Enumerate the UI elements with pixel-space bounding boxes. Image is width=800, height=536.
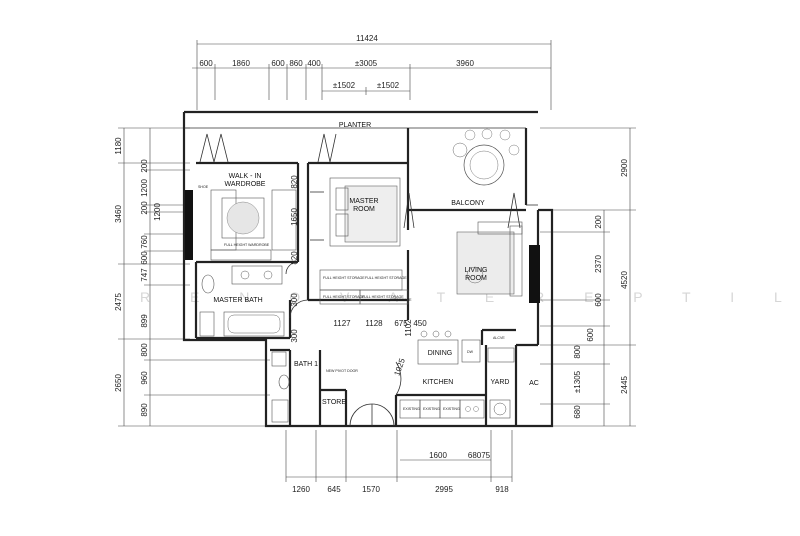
window-band-right bbox=[529, 245, 540, 303]
left-dimension-lines bbox=[118, 127, 270, 427]
window-zigzags bbox=[199, 133, 521, 229]
label-yard: YARD bbox=[491, 379, 510, 386]
dim-bottom-4: 2995 bbox=[435, 485, 453, 494]
dim-left-inner-6: 600 bbox=[140, 251, 149, 265]
label-dining: DINING bbox=[428, 350, 453, 357]
label-store: STORE bbox=[322, 399, 346, 406]
dim-right-outer-3: 2445 bbox=[620, 376, 629, 394]
dim-top-2: 1860 bbox=[232, 59, 250, 68]
note-alcove: ALCVE bbox=[493, 336, 505, 340]
dim-int-1: 1127 bbox=[333, 319, 351, 328]
label-ac: AC bbox=[529, 380, 539, 387]
dim-left-outer-3: 2475 bbox=[114, 293, 123, 311]
note-existing-2: EXISTING bbox=[423, 407, 440, 411]
dim-top-1: 600 bbox=[199, 59, 213, 68]
dim-left-inner-4: 1200 bbox=[153, 203, 162, 221]
note-existing-3: EXISTING bbox=[443, 407, 460, 411]
dim-top-5: 400 bbox=[307, 59, 321, 68]
walls bbox=[182, 110, 554, 428]
dim-left-inner-9: 800 bbox=[140, 343, 149, 357]
dim-left-outer-1: 1180 bbox=[114, 137, 123, 155]
label-kitchen: KITCHEN bbox=[423, 379, 454, 386]
note-full-height-storage-3: FULL HEIGHT STORAGE bbox=[323, 295, 365, 299]
dim-int-4: 450 bbox=[413, 319, 427, 328]
dim-bottom-2: 645 bbox=[327, 485, 341, 494]
dim-left-inner-11: 890 bbox=[140, 403, 149, 417]
dim-int-3: 675 bbox=[394, 319, 408, 328]
dim-top-3: 600 bbox=[271, 59, 285, 68]
label-planter: PLANTER bbox=[339, 122, 371, 129]
dim-left-inner-8: 899 bbox=[140, 314, 149, 328]
label-walk-in: WALK - IN bbox=[229, 173, 262, 180]
label-master: MASTER bbox=[349, 198, 378, 205]
label-bath1: BATH 1 bbox=[294, 361, 318, 368]
label-room: ROOM bbox=[353, 206, 375, 213]
dim-bottom-1: 1260 bbox=[292, 485, 310, 494]
dim-left-inner-2: 1200 bbox=[140, 179, 149, 197]
dim-right-inner-2: 2370 bbox=[594, 255, 603, 273]
dim-int-5: 1102 bbox=[404, 319, 413, 337]
dim-right-outer-1: 2900 bbox=[620, 159, 629, 177]
dim-top-4: 860 bbox=[289, 59, 303, 68]
dim-bottom-3: 1570 bbox=[362, 485, 380, 494]
dim-right-inner-7: 680 bbox=[573, 405, 582, 419]
note-new-pivot-door: NEW PIVOT DOOR bbox=[326, 369, 358, 373]
dim-left-outer-2: 3460 bbox=[114, 205, 123, 223]
note-full-height-storage-2: FULL HEIGHT STORAGE bbox=[365, 276, 407, 280]
dim-left-inner-1: 200 bbox=[140, 159, 149, 173]
dim-left-inner-7: 747 bbox=[140, 268, 149, 282]
dim-bottom-sub-2: 68075 bbox=[468, 451, 491, 460]
dim-right-inner-4: 600 bbox=[586, 328, 595, 342]
dim-left-inner-5: 760 bbox=[140, 235, 149, 249]
dim-right-inner-1: 200 bbox=[594, 215, 603, 229]
dim-int-7: 820 bbox=[290, 175, 299, 189]
note-full-height-storage-4: FULL HEIGHT STORAGE bbox=[362, 295, 404, 299]
dim-top-6: ±3005 bbox=[355, 59, 378, 68]
top-dimension-lines bbox=[192, 40, 552, 110]
note-full-height-wardrobe: FULL HEIGHT WARDROBE bbox=[224, 243, 270, 247]
note-storage: STORAGE bbox=[394, 298, 412, 302]
dim-int-6: 1025 bbox=[392, 357, 407, 377]
watermark-text: R E N O V A T E R E P T I L E bbox=[140, 289, 800, 305]
label-master-bath: MASTER BATH bbox=[213, 297, 262, 304]
dim-right-inner-6: ±1305 bbox=[573, 370, 582, 393]
label-living: LIVING bbox=[465, 267, 488, 274]
dim-left-outer-4: 2650 bbox=[114, 374, 123, 392]
note-shoe: SHOE bbox=[198, 185, 209, 189]
dim-int-9: 820 bbox=[290, 251, 299, 265]
dim-bottom-sub-1: 1600 bbox=[429, 451, 447, 460]
note-existing-1: EXISTING bbox=[403, 407, 420, 411]
dim-right-outer-2: 4520 bbox=[620, 271, 629, 289]
note-dw: DW bbox=[467, 350, 474, 354]
dim-top-total: 11424 bbox=[356, 34, 378, 43]
bottom-dimension-lines bbox=[285, 430, 513, 482]
dim-int-11: 300 bbox=[290, 329, 299, 343]
window-band-left bbox=[185, 190, 193, 260]
label-balcony: BALCONY bbox=[451, 200, 485, 207]
dim-top-7: 3960 bbox=[456, 59, 474, 68]
dim-right-inner-3: 600 bbox=[594, 293, 603, 307]
dim-bottom-5: 918 bbox=[495, 485, 509, 494]
dim-right-inner-5: 800 bbox=[573, 345, 582, 359]
furniture bbox=[199, 128, 538, 427]
dim-int-10: 300 bbox=[290, 293, 299, 307]
dim-left-inner-10: 960 bbox=[140, 371, 149, 385]
note-full-height-storage-1: FULL HEIGHT STORAGE bbox=[323, 276, 365, 280]
label-wardrobe: WARDROBE bbox=[225, 181, 266, 188]
dim-left-inner-3: 200 bbox=[140, 201, 149, 215]
dim-int-8: 1650 bbox=[290, 208, 299, 226]
dim-int-2: 1128 bbox=[365, 319, 383, 328]
label-living-room: ROOM bbox=[465, 275, 487, 282]
dim-top-sub-2: ±1502 bbox=[377, 81, 400, 90]
dim-top-sub-1: ±1502 bbox=[333, 81, 356, 90]
